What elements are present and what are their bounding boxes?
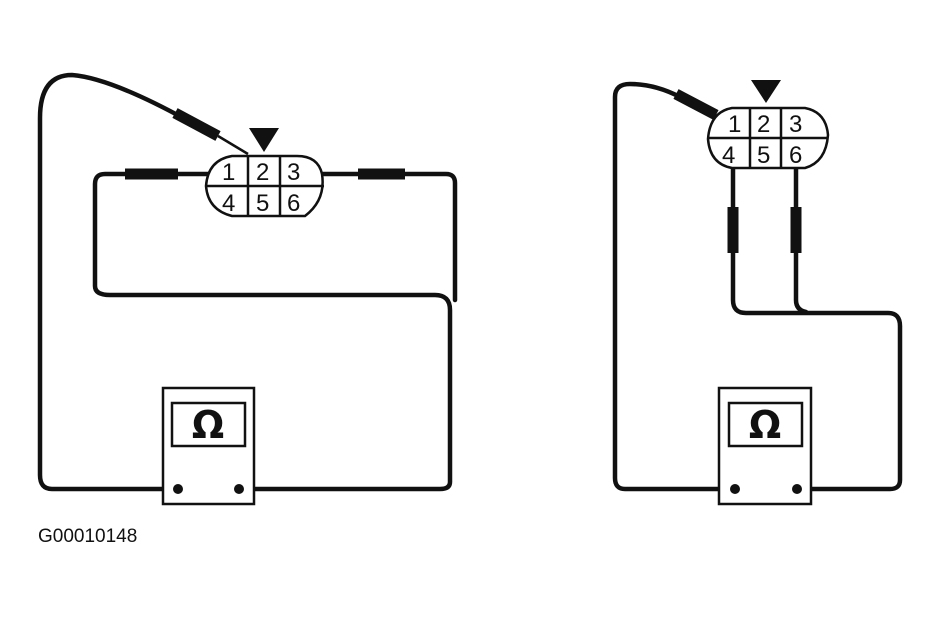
left-pin-1: 1 [222,159,235,186]
right-meter-terminal-neg [730,484,740,494]
right-pin6-wire [793,165,809,315]
right-pin-5: 5 [757,142,770,169]
right-connector: 1 2 3 4 5 6 [706,80,830,170]
left-pin-4: 4 [222,190,235,217]
left-meter-terminal-pos [234,484,244,494]
right-ohm-symbol: Ω [749,403,781,447]
left-ohmmeter: Ω [161,386,256,506]
right-test-setup: 1 2 3 4 5 6 Ω [612,80,903,506]
left-pin3-wire [319,171,458,303]
right-outer-probe [673,89,719,120]
right-outer-wire [612,81,738,492]
right-meter-terminal-pos [792,484,802,494]
left-pin-2: 2 [256,159,269,186]
left-jumper-wire [92,171,453,492]
right-pin4-wire [730,165,903,492]
left-test-setup: 1 2 3 4 5 6 Ω [37,72,458,506]
left-ohm-symbol: Ω [192,403,224,447]
right-pin-1: 1 [728,111,741,138]
left-pin-6: 6 [287,190,300,217]
left-outer-probe [172,108,221,141]
left-pin-3: 3 [287,159,300,186]
right-pin-6: 6 [789,142,802,169]
right-ohmmeter: Ω [717,386,813,506]
left-pin-5: 5 [256,190,269,217]
left-connector: 1 2 3 4 5 6 [204,128,324,218]
right-connector-key-icon [751,80,781,103]
left-connector-key-icon [249,128,279,152]
right-pin-4: 4 [722,142,735,169]
left-outer-probe-tip [217,134,249,156]
figure-id-caption: G00010148 [38,526,138,547]
left-outer-wire [37,72,188,492]
right-pin-3: 3 [789,111,802,138]
left-meter-terminal-neg [173,484,183,494]
right-pin-2: 2 [757,111,770,138]
